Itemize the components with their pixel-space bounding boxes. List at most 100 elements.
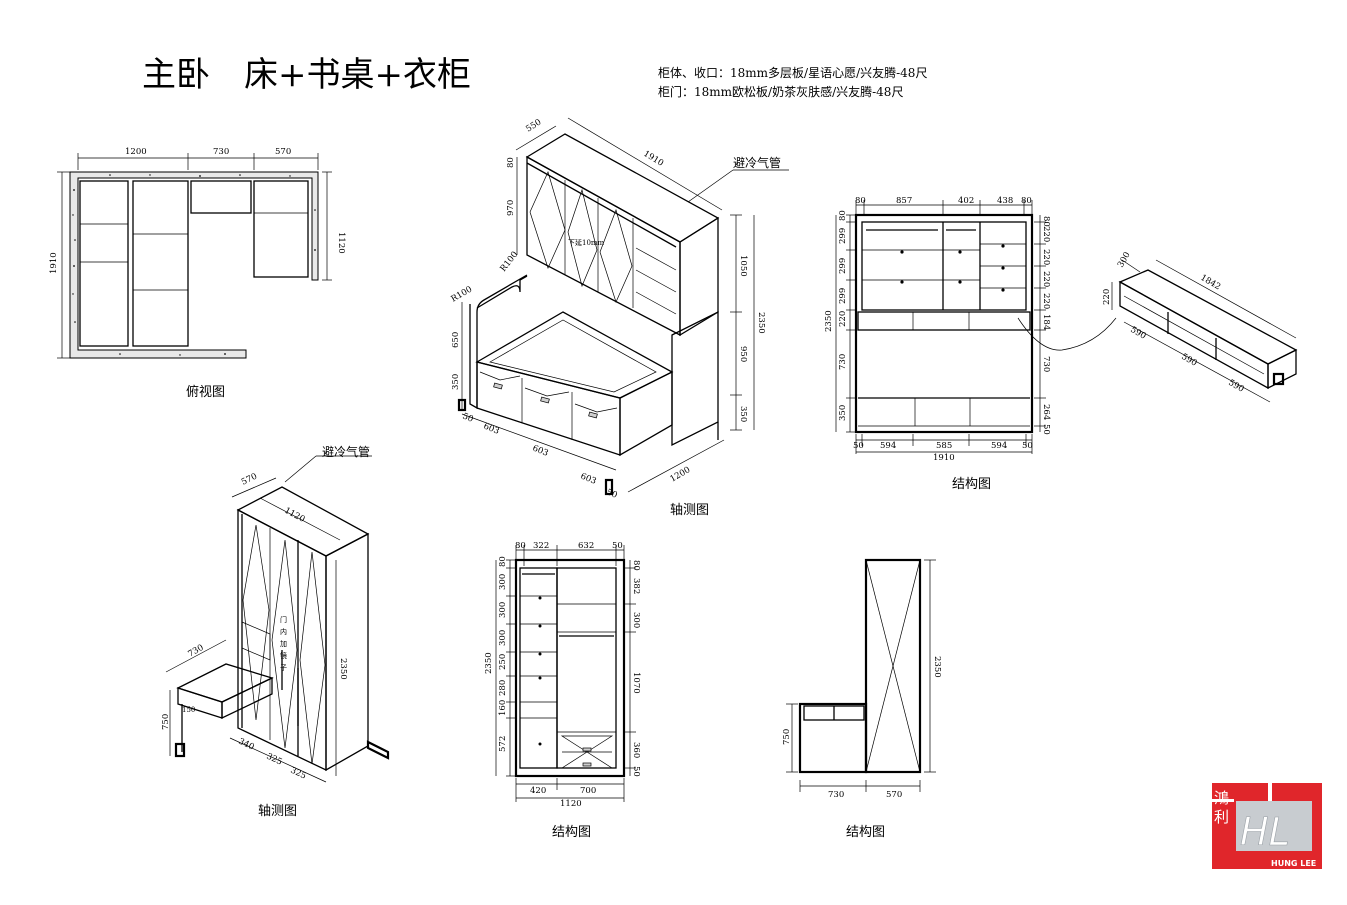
shelf-axo-view: 1842 300 220 590 590 590 <box>1102 250 1298 403</box>
side-structure-view: 2350 750 730 570 结构图 <box>782 558 942 840</box>
shelf-dim-sec-3: 590 <box>1227 378 1246 395</box>
plan-top-dimension-line <box>77 153 319 170</box>
wardrobe-struct-dim-right-1: 80 <box>631 560 641 571</box>
front-dim-bottom-2: 594 <box>880 441 896 451</box>
mirror-note-5: 子 <box>280 664 287 672</box>
wardrobe-struct-dim-right-3: 300 <box>631 612 641 628</box>
plan-dim-left: 1910 <box>49 252 59 274</box>
front-dim-right-8: 264 <box>1041 404 1051 420</box>
mirror-note-1: 门 <box>280 615 287 624</box>
axo-note-extension: 下延10mm <box>568 238 605 247</box>
sheet-title: 主卧 床+书桌+衣柜 <box>142 55 471 95</box>
side-dim-bottom-2: 570 <box>886 790 902 800</box>
plan-cabinet-left <box>79 180 129 347</box>
shelf-end <box>1267 348 1297 390</box>
axo-dim-350: 350 <box>451 374 461 390</box>
front-dim-right-9: 50 <box>1041 424 1051 435</box>
wardrobe-dim-desk-drawer: 150 <box>182 706 195 714</box>
front-dim-bottom-3: 585 <box>936 441 952 451</box>
plan-dim-right: 1120 <box>336 232 346 254</box>
front-leader-curve <box>1017 317 1117 351</box>
wardrobe-struct-dim-right-4: 1070 <box>631 672 641 694</box>
logo-char-1: 鴻 <box>1214 789 1229 807</box>
plan-caption: 俯视图 <box>186 384 225 400</box>
wardrobe-struct-dim-bottom-1: 420 <box>530 786 546 796</box>
plan-wall <box>69 171 319 359</box>
hung-lee-logo: 鴻 利 HL HUNG LEE <box>1212 783 1322 869</box>
axo-bed-side <box>619 370 673 457</box>
wardrobe-axo-view: 避冷气管 570 1120 门 内 加 镜 子 730 150 <box>161 444 390 819</box>
desk-top <box>176 663 274 703</box>
wardrobe-note-avoid-pipe: 避冷气管 <box>322 444 370 459</box>
axo-main-view: 550 1910 下延10mm 避冷气管 80 970 R100 R100 <box>450 117 789 518</box>
logo-letters: HL <box>1240 810 1290 854</box>
wardrobe-dim-depth: 570 <box>240 472 259 488</box>
wardrobe-struct-dim-left-5: 250 <box>498 654 508 670</box>
front-dim-right-3: 220 <box>1041 249 1051 265</box>
shelf-dim-depth: 300 <box>1116 250 1133 269</box>
wardrobe-struct-dim-right-5: 360 <box>631 742 641 758</box>
axo-mattress-area <box>489 319 657 393</box>
front-dim-left-4: 299 <box>838 288 848 304</box>
front-dim-left-2: 299 <box>838 228 848 244</box>
front-dim-bottom-1: 50 <box>853 441 864 451</box>
axo-dim-950: 950 <box>738 346 748 362</box>
mirror-note-4: 镜 <box>280 651 287 660</box>
front-dim-bottom-5: 50 <box>1022 441 1033 451</box>
axo-note-avoid-pipe: 避冷气管 <box>733 155 781 170</box>
mirror-note-3: 加 <box>280 639 287 648</box>
wardrobe-struct-outline <box>514 558 626 778</box>
wardrobe-struct-dim-left-1: 80 <box>498 556 508 567</box>
wardrobe-struct-dim-left-8: 572 <box>498 736 508 752</box>
wardrobe-struct-dim-bottom-total: 1120 <box>560 799 582 809</box>
spec-line-doors: 柜门：18mm欧松板/奶茶灰肤感/兴友腾-48尺 <box>658 84 903 99</box>
wardrobe-struct-dim-left-4: 300 <box>498 630 508 646</box>
wardrobe-struct-dim-left-7: 160 <box>498 700 508 716</box>
mirror-note-2: 内 <box>280 627 287 636</box>
plan-bed <box>132 180 189 347</box>
front-dim-left-7: 350 <box>838 405 848 421</box>
front-dim-left-total: 2350 <box>824 310 834 332</box>
front-dim-right-6: 184 <box>1041 314 1051 330</box>
shelf-dim-sec-1: 590 <box>1129 325 1148 342</box>
axo-bed-headboard <box>476 275 528 309</box>
wardrobe-struct-dim-right-6: 50 <box>631 766 641 777</box>
axo-dim-drawer-3: 603 <box>579 472 598 487</box>
side-desk-box <box>798 702 868 774</box>
axo-dim-depth: 550 <box>524 117 543 134</box>
plan-right-dimension-line <box>322 171 332 281</box>
spec-line-carcass: 柜体、收口：18mm多层板/星语心愿/兴友腾-48尺 <box>658 65 927 80</box>
front-structure-view: 80 857 402 438 80 80 299 299 299 220 730… <box>824 196 1117 492</box>
shelf-dim-width: 1842 <box>1199 273 1223 292</box>
wardrobe-struct-dim-bottom-2: 700 <box>580 786 596 796</box>
axo-dim-80: 80 <box>506 157 516 168</box>
axo-main-caption: 轴测图 <box>670 503 709 518</box>
axo-dim-front-right: 50 <box>605 488 619 501</box>
front-dim-right-2: 220 <box>1041 226 1051 242</box>
front-dim-right-4: 220 <box>1041 271 1051 287</box>
wardrobe-struct-dim-left-6: 280 <box>498 680 508 696</box>
wardrobe-struct-dim-top-3: 632 <box>578 541 594 551</box>
logo-name: HUNG LEE <box>1271 859 1316 868</box>
front-drawer-row <box>857 311 1031 331</box>
wardrobe-dim-desk-width: 730 <box>187 643 206 660</box>
axo-dim-2350: 2350 <box>756 312 766 334</box>
plan-wardrobe <box>253 180 309 278</box>
axo-dim-front-left: 50 <box>461 412 475 425</box>
plan-desk <box>190 180 252 214</box>
axo-right-panel <box>671 310 719 447</box>
logo-char-2: 利 <box>1214 808 1229 826</box>
front-dim-right-7: 730 <box>1041 356 1051 372</box>
front-dim-right-5: 220 <box>1041 293 1051 309</box>
wardrobe-dim-bottom-1: 340 <box>237 737 256 753</box>
front-dim-top-1: 80 <box>855 196 866 206</box>
plan-dim-top-2: 730 <box>213 147 229 157</box>
front-dim-top-4: 438 <box>997 196 1013 206</box>
axo-dim-650: 650 <box>451 332 461 348</box>
plan-dim-top-1: 1200 <box>125 147 147 157</box>
axo-dim-drawer-1: 603 <box>482 422 501 437</box>
front-dim-top-2: 857 <box>896 196 912 206</box>
wardrobe-structure-view: 80 322 632 50 80 300 300 300 250 280 160… <box>484 541 641 840</box>
wardrobe-side <box>325 532 369 772</box>
